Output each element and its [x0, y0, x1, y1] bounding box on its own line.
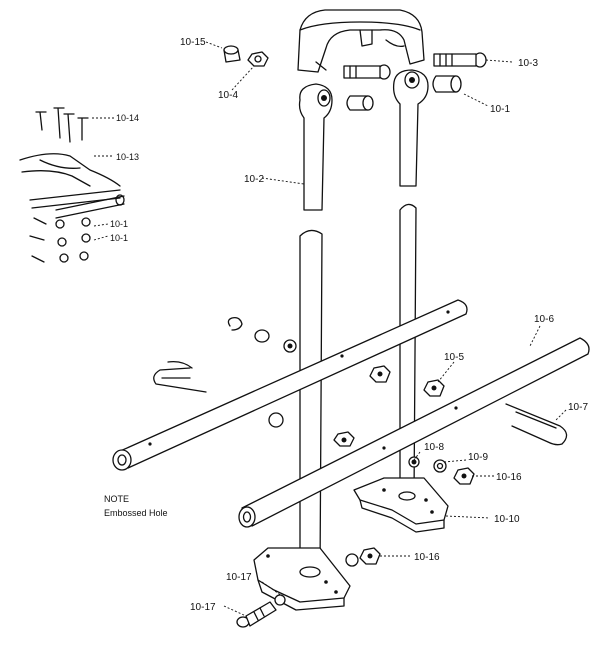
- foot-10-17: [253, 547, 351, 611]
- callout-10-15: 10-15: [180, 37, 206, 48]
- u-hook-left: [153, 360, 207, 393]
- top-bracket: [297, 9, 425, 73]
- note-text: Embossed Hole: [104, 508, 168, 518]
- callout-10-17-bolt: 10-17: [190, 602, 216, 613]
- callout-10-4: 10-4: [218, 90, 238, 101]
- callout-10-3: 10-3: [518, 58, 538, 69]
- nut-10-4: [247, 51, 269, 67]
- callout-10-17-foot: 10-17: [226, 572, 252, 583]
- callout-10-10: 10-10: [494, 514, 520, 525]
- bolt-10-17: [236, 594, 286, 628]
- hardware-front: [268, 412, 355, 447]
- bolt-10-15: [223, 45, 241, 63]
- front-cross-tube: [238, 337, 590, 528]
- callout-10-5: 10-5: [444, 352, 464, 363]
- leader-lines: [92, 41, 567, 617]
- inset-detail: [19, 107, 125, 263]
- foot-10-10: [353, 477, 449, 533]
- bushing-10-1: [432, 75, 462, 93]
- callout-inset-2: 10-1: [110, 233, 128, 243]
- embossed-hole-note: NOTE Embossed Hole: [104, 494, 168, 518]
- callout-inset-1: 10-1: [110, 219, 128, 229]
- bolt-10-3: [433, 52, 487, 68]
- callout-10-13: 10-13: [116, 152, 139, 162]
- callout-10-1: 10-1: [490, 104, 510, 115]
- hardware-10-8-10-9-10-16: [408, 456, 475, 485]
- callout-labels: 10-15 10-4 10-3 10-1 10-14 10-13 10-2 10…: [110, 37, 588, 613]
- callout-10-2: 10-2: [244, 174, 264, 185]
- right-upper-tube: [392, 69, 429, 187]
- callout-10-6: 10-6: [534, 314, 554, 325]
- rear-cross-tube: [112, 299, 468, 471]
- bushing-left: [346, 95, 374, 111]
- callout-10-7: 10-7: [568, 402, 588, 413]
- u-hook-10-7: [505, 403, 568, 446]
- left-upper-tube: [298, 83, 333, 211]
- nut-10-16-base: [345, 547, 381, 567]
- callout-10-16-lower: 10-16: [414, 552, 440, 563]
- note-title: NOTE: [104, 494, 129, 504]
- callout-10-9: 10-9: [468, 452, 488, 463]
- nut-10-5: [369, 365, 445, 397]
- left-lower-upright: [299, 229, 323, 575]
- callout-10-14: 10-14: [116, 113, 139, 123]
- callout-10-16-upper: 10-16: [496, 472, 522, 483]
- hardware-rear: [227, 316, 297, 353]
- callout-10-8: 10-8: [424, 442, 444, 453]
- right-lower-upright: [399, 203, 417, 499]
- bolt-center: [343, 64, 391, 80]
